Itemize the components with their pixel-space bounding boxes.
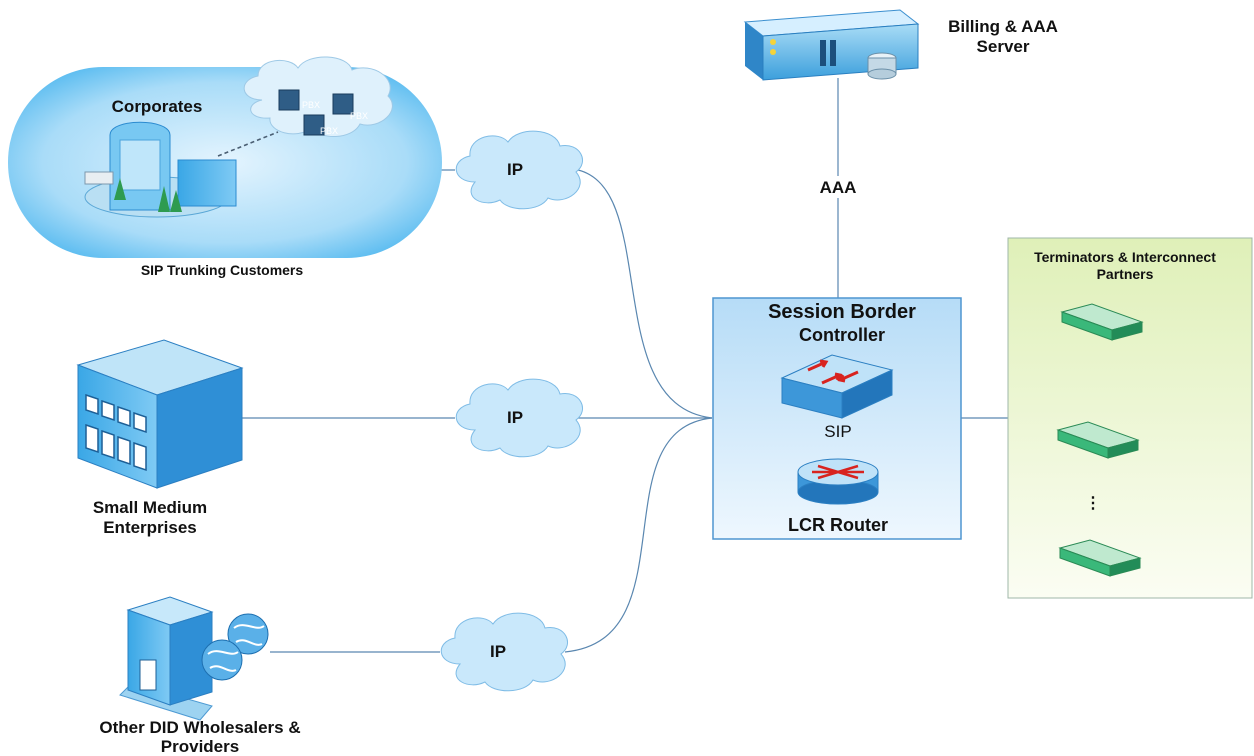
ip-cloud-3: IP [440, 612, 568, 692]
building-side [156, 367, 243, 489]
tree-icon [170, 190, 182, 212]
sip-label: SIP [824, 422, 851, 441]
aaa-label: AAA [820, 178, 857, 197]
globe-icon-lines [207, 650, 239, 672]
ip-cloud-1: IP [455, 130, 583, 210]
pbx-label: PBX [302, 100, 320, 110]
building-side [169, 611, 213, 706]
cloud-shape [455, 378, 583, 458]
billing-label-line2: Server [977, 37, 1030, 56]
building-front [127, 609, 171, 706]
sbc-title-line2: Controller [799, 325, 885, 345]
terminators-panel [1007, 237, 1253, 599]
terminators-title-line1: Terminators & Interconnect [1034, 249, 1216, 265]
link-cloud1-sbc [577, 169, 713, 419]
wholesalers-label-line1: Other DID Wholesalers & [99, 718, 300, 737]
switch-arrows-icon [807, 359, 859, 385]
building-door [139, 659, 157, 691]
cloud-label: IP [507, 408, 523, 427]
cloud-label: IP [490, 642, 506, 661]
corporates-title: Corporates [112, 97, 203, 116]
gateway-side [1109, 557, 1141, 577]
building-windows [119, 139, 161, 191]
router-arrows-icon [812, 464, 864, 480]
sme-label-line1: Small Medium [93, 498, 207, 517]
globe-icon-lines [233, 624, 265, 646]
switch-side [841, 369, 893, 419]
pbx-icon: PBX [278, 89, 320, 111]
aaa-label-bg [812, 176, 866, 198]
pbx-label: PBX [320, 126, 338, 136]
pbx-icon: PBX [332, 93, 368, 121]
cloud-shape [440, 612, 568, 692]
gateway-side [1107, 439, 1139, 459]
tree-icon [114, 178, 126, 200]
gateway-icon [1060, 303, 1144, 341]
pbx-label: PBX [350, 111, 368, 121]
building-sign [84, 171, 114, 185]
cloud-shape [455, 130, 583, 210]
globe-icon [201, 639, 243, 681]
router-icon [797, 458, 879, 505]
pbx-icon: PBX [303, 114, 338, 136]
server-side [745, 22, 763, 80]
gateway-icon [1058, 539, 1142, 577]
database-icon-base [867, 68, 897, 80]
sme-label-line2: Enterprises [103, 518, 197, 537]
terminators-ellipsis: ⋮ [1085, 495, 1101, 512]
gateway-side [1111, 321, 1143, 341]
gateway-icon [1056, 421, 1140, 459]
pbx-box [332, 93, 354, 115]
cloud-label: IP [507, 160, 523, 179]
building-windows [85, 393, 147, 472]
pbx-box [278, 89, 300, 111]
wholesalers-label-line2: Providers [161, 737, 239, 756]
tree-icon [158, 186, 170, 212]
pbx-cloud-shape [243, 56, 393, 138]
sbc-title-line1: Session Border [768, 301, 916, 323]
terminators-title-line2: Partners [1097, 266, 1154, 282]
pbx-box [303, 114, 325, 136]
building-wing [177, 159, 237, 207]
link-cloud3-sbc [564, 417, 713, 653]
ip-cloud-2: IP [455, 378, 583, 458]
corporate-building-icon [84, 121, 237, 218]
wholesaler-building-icon [119, 596, 269, 721]
pbx-cloud: PBX PBX PBX [243, 56, 393, 138]
server-led-icon [770, 49, 776, 55]
sip-switch-icon [780, 354, 894, 419]
office-building-icon [76, 339, 244, 489]
corporates-caption: SIP Trunking Customers [141, 262, 304, 278]
pbx-dashed-link [217, 131, 279, 157]
billing-label-line1: Billing & AAA [948, 17, 1058, 36]
router-label: LCR Router [788, 515, 888, 535]
billing-server [743, 9, 920, 81]
server-slot [820, 40, 826, 66]
server-led-icon [770, 39, 776, 45]
server-slot [830, 40, 836, 66]
